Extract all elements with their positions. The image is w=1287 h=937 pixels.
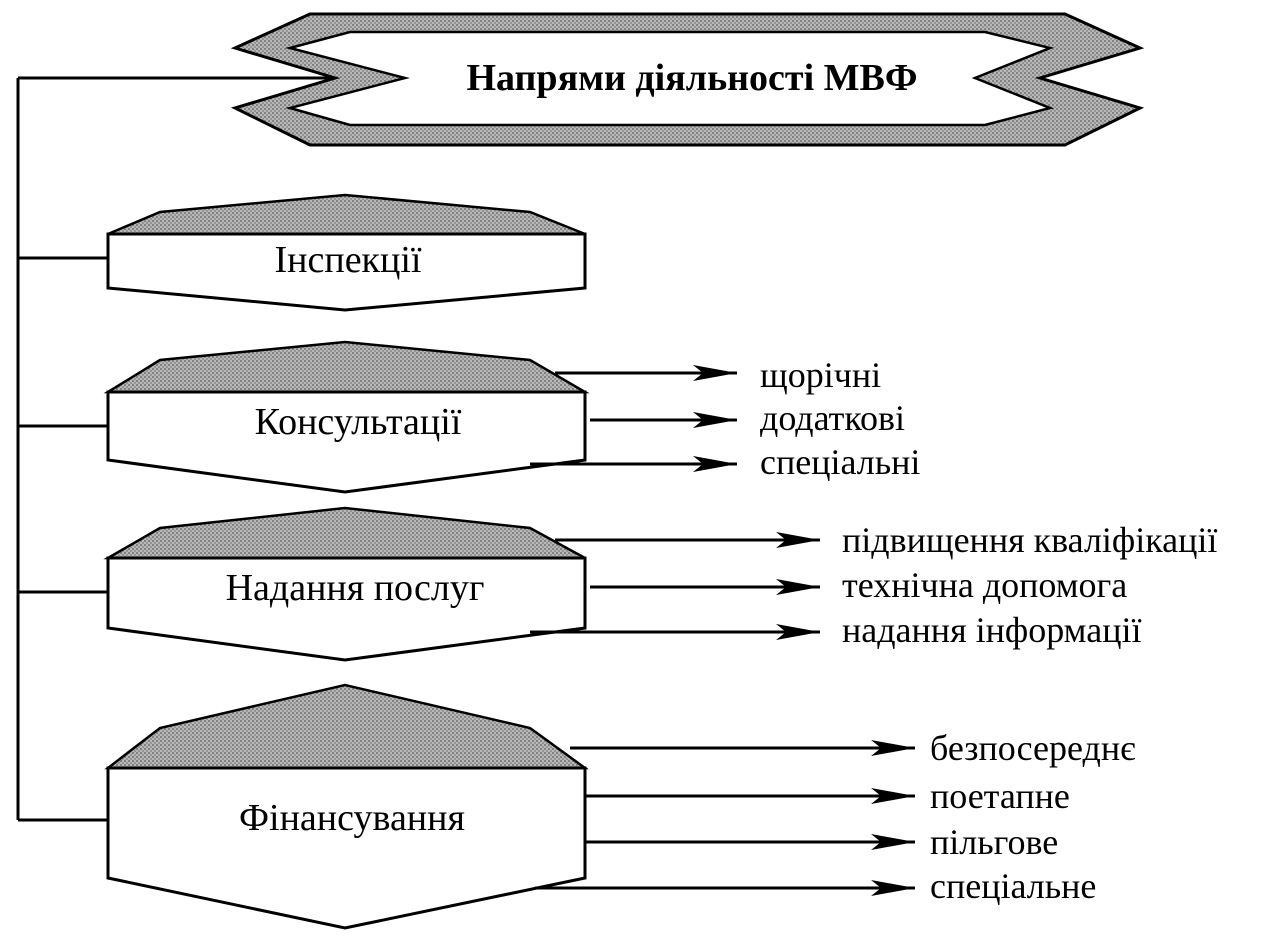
leaf-qualification: підвищення кваліфікації (842, 520, 1217, 560)
financing-box-top (104, 683, 589, 770)
leaf-annual: щорічні (760, 355, 881, 395)
inspections-box-top (107, 193, 586, 236)
branch-services: Надання послуг (103, 506, 587, 662)
leaf-additional: додаткові (760, 398, 905, 438)
branch-inspections: Інспекції (106, 193, 587, 312)
consultations-box-top (103, 340, 590, 394)
leaf-preferential: пільгове (930, 822, 1058, 862)
leaf-staged: поетапне (930, 776, 1070, 816)
leaf-direct: безпосереднє (930, 728, 1136, 768)
services-box (106, 556, 587, 662)
financing-label: Фінансування (239, 797, 465, 839)
title-text: Напрями діяльності МВФ (466, 57, 917, 99)
leaf-technical-help: технічна допомога (842, 565, 1127, 605)
services-box-top (103, 506, 586, 560)
inspections-label: Інспекції (275, 239, 422, 281)
leaf-labels: щорічні додаткові спеціальні підвищення … (760, 355, 1217, 906)
title-banner-inner (285, 30, 1055, 127)
leaf-special-fin: спеціальне (930, 866, 1096, 906)
consultations-label: Консультації (255, 401, 462, 443)
consultations-box (106, 390, 587, 494)
branch-consultations: Консультації (103, 340, 590, 494)
financing-box (106, 766, 587, 930)
title-banner: Напрями діяльності МВФ (230, 12, 1145, 147)
leaf-information: надання інформації (842, 610, 1141, 650)
arrows (530, 365, 915, 896)
branch-financing: Фінансування (104, 683, 589, 930)
leaf-special-consult: спеціальні (760, 442, 920, 482)
inspections-box (106, 232, 587, 312)
services-label: Надання послуг (226, 567, 485, 609)
